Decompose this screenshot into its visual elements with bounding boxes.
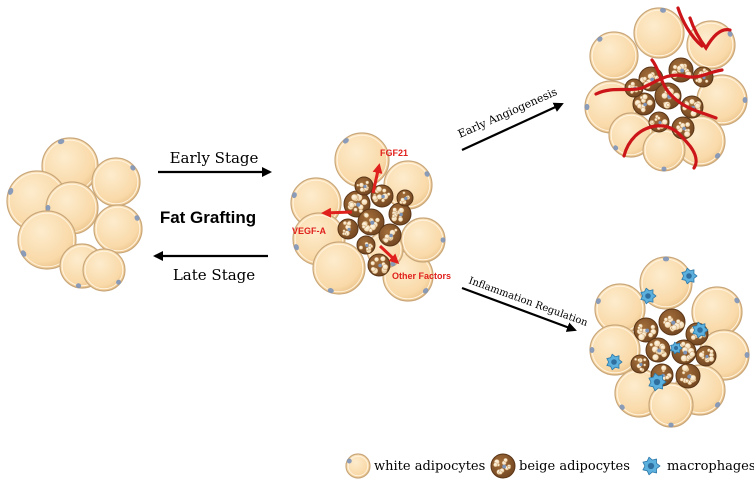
beige-adipocyte bbox=[490, 453, 516, 479]
white-adipocyte bbox=[648, 382, 694, 428]
blood-vessel bbox=[688, 16, 732, 51]
beige-adipocyte bbox=[388, 202, 412, 226]
legend-item-white-adipocytes: white adipocytes bbox=[345, 453, 485, 479]
white-adipocyte bbox=[93, 204, 143, 254]
macrophage bbox=[692, 321, 709, 339]
beige-adipocyte bbox=[337, 218, 359, 240]
beige-adipocyte bbox=[645, 337, 671, 363]
white-adipocyte bbox=[686, 20, 736, 70]
vegf-a-arrow bbox=[321, 207, 353, 218]
white-adipocyte bbox=[589, 31, 639, 81]
macrophage bbox=[681, 267, 698, 285]
beige-adipocyte bbox=[695, 345, 717, 367]
beige-adipocyte bbox=[632, 92, 656, 116]
other-factors-label: Other Factors bbox=[392, 271, 451, 281]
macrophage bbox=[670, 341, 683, 355]
white-adipocyte bbox=[400, 217, 446, 263]
beige-adipocyte bbox=[658, 308, 686, 336]
white-adipocyte-icon bbox=[345, 453, 371, 479]
fgf21-label: FGF21 bbox=[380, 148, 408, 158]
beige-adipocyte bbox=[675, 363, 701, 389]
fat-grafting-label: Fat Grafting bbox=[160, 208, 256, 227]
white-adipocyte bbox=[91, 157, 141, 207]
inflammation-cluster bbox=[589, 256, 750, 428]
legend-label: beige adipocytes bbox=[519, 459, 630, 474]
beige-adipocyte bbox=[671, 339, 697, 365]
blood-vessel bbox=[650, 58, 718, 120]
blood-vessel bbox=[622, 124, 698, 170]
beige-adipocyte bbox=[370, 184, 394, 208]
inflammation-regulation-label: Inflammation Regulation bbox=[467, 275, 590, 329]
early-angiogenesis-arrow bbox=[461, 102, 564, 151]
legend-label: white adipocytes bbox=[374, 459, 485, 474]
white-adipocyte bbox=[633, 7, 685, 59]
inflammation-regulation-arrow bbox=[461, 286, 577, 332]
white-adipocyte bbox=[312, 241, 366, 295]
beige-adipocyte bbox=[356, 235, 376, 255]
macrophage-icon bbox=[642, 456, 661, 476]
beige-adipocyte bbox=[378, 223, 402, 247]
late-stage-label: Late Stage bbox=[173, 266, 255, 284]
beige-adipocyte bbox=[367, 253, 391, 277]
beige-adipocyte bbox=[654, 82, 682, 110]
beige-adipocyte-icon bbox=[490, 453, 516, 479]
beige-adipocyte bbox=[648, 111, 670, 133]
legend-item-macrophages: macrophages bbox=[642, 456, 754, 476]
beige-adipocyte bbox=[343, 190, 371, 218]
macrophage bbox=[648, 372, 667, 392]
grafted-fat-cluster bbox=[290, 132, 446, 302]
white-adipocyte bbox=[17, 210, 77, 270]
other-factors-arrow bbox=[378, 244, 400, 265]
blood-vessel bbox=[676, 6, 704, 48]
legend-label: macrophages bbox=[667, 459, 754, 474]
white-adipocyte bbox=[82, 248, 126, 292]
vegf-a-label: VEGF-A bbox=[292, 226, 327, 236]
early-stage-label: Early Stage bbox=[170, 149, 259, 167]
fgf21-arrow bbox=[371, 163, 383, 194]
beige-adipocyte bbox=[357, 208, 385, 236]
legend: white adipocytes beige adipocytes macrop… bbox=[345, 453, 754, 479]
macrophage bbox=[640, 287, 657, 305]
beige-adipocyte bbox=[354, 176, 374, 196]
legend-item-beige-adipocytes: beige adipocytes bbox=[490, 453, 630, 479]
macrophage bbox=[642, 456, 661, 476]
beige-adipocyte bbox=[396, 189, 414, 207]
white-adipocyte bbox=[589, 324, 641, 376]
beige-adipocyte bbox=[630, 354, 650, 374]
white-adipocyte bbox=[345, 453, 371, 479]
white-adipocyte-cluster bbox=[6, 137, 143, 292]
angiogenesis-cluster bbox=[584, 6, 748, 172]
macrophage bbox=[606, 353, 623, 371]
beige-adipocyte bbox=[633, 317, 659, 343]
white-adipocyte bbox=[594, 283, 646, 335]
